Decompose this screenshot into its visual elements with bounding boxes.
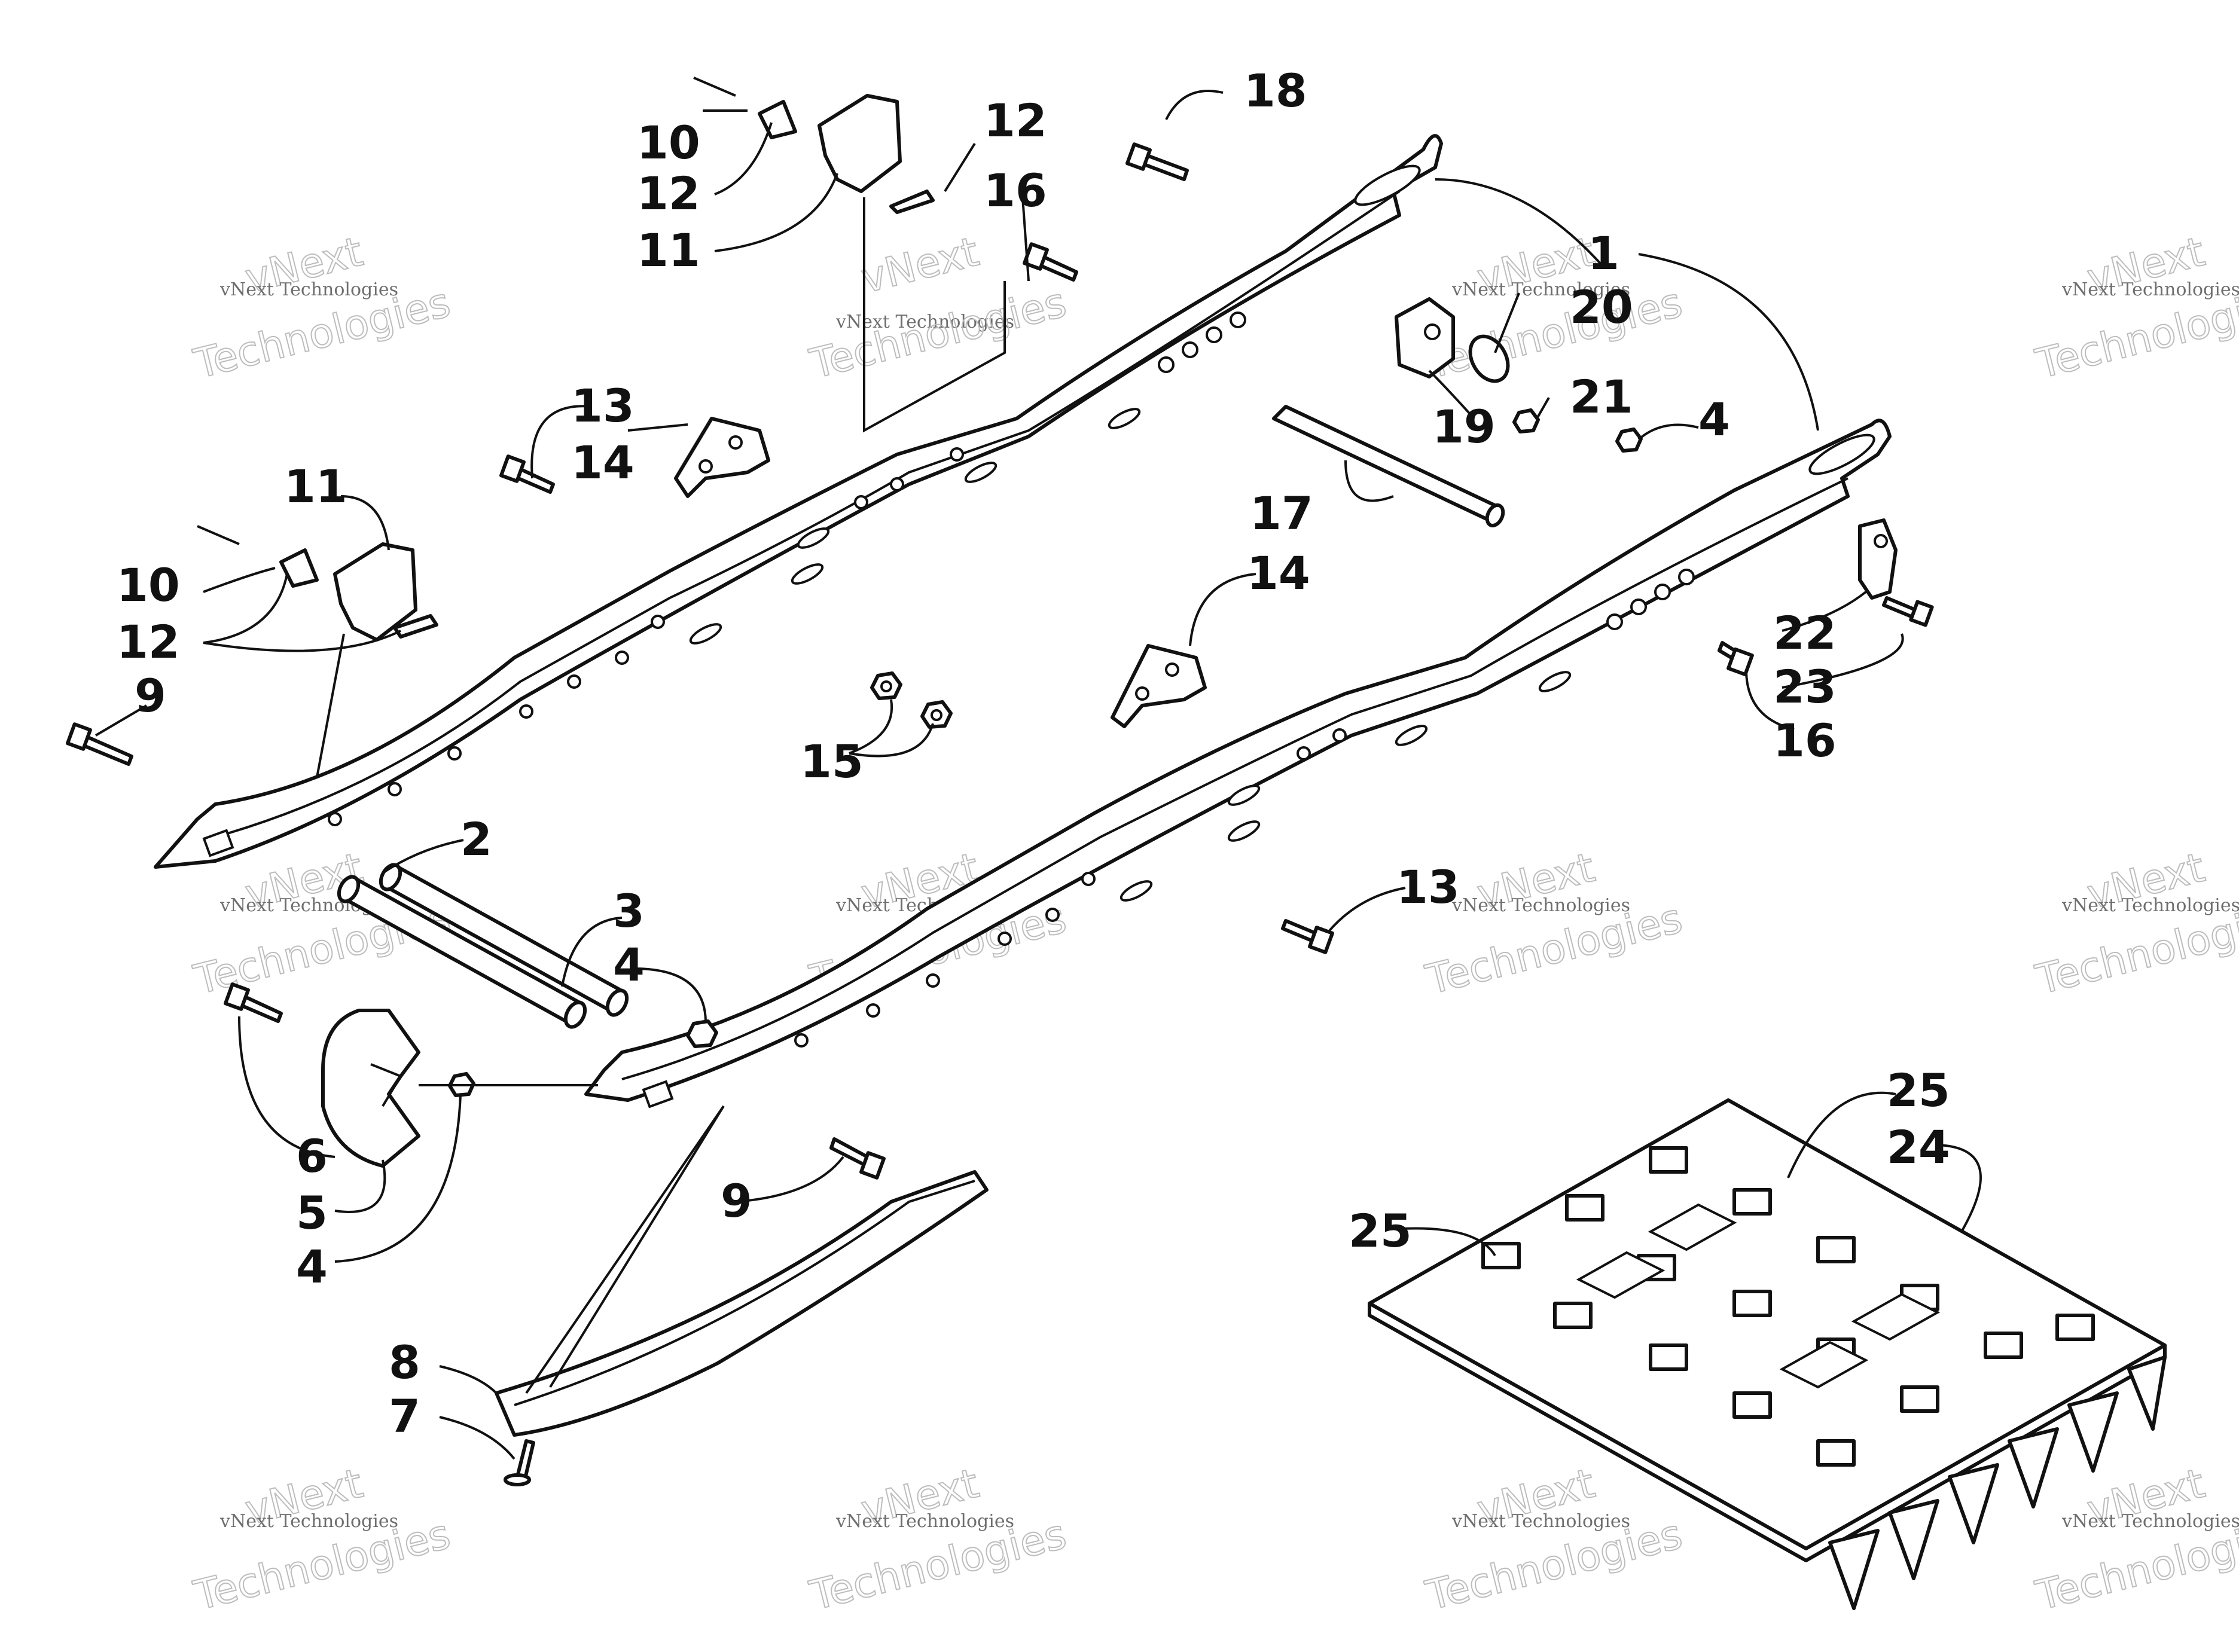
callout-4-rear: 4 xyxy=(1698,393,1730,446)
pin-10-upper xyxy=(693,77,736,97)
callout-16-upper: 16 xyxy=(984,164,1047,217)
watermark-tile: vNext vNext Technologies Technologies xyxy=(805,1459,1072,1621)
watermark-small: vNext Technologies xyxy=(1451,895,1630,916)
callout-21-num: 21 xyxy=(1570,370,1633,423)
callout-20: 20 xyxy=(1570,280,1633,334)
callout-12-lower: 12 xyxy=(117,615,180,668)
bolt-16-upper xyxy=(1023,242,1078,282)
watermark-tile: vNext vNext Technologies Technologies xyxy=(1421,1459,1688,1621)
hyfax-slide-8 xyxy=(495,1170,989,1437)
callout-1: 1 xyxy=(1588,227,1619,280)
callout-9-lower: 9 xyxy=(721,1174,752,1227)
callouts: 18 12 16 10 12 11 1 20 21 19 4 17 14 22 … xyxy=(117,64,1950,1443)
callout-2: 2 xyxy=(460,813,492,866)
watermark-big-2: Technologies xyxy=(806,279,1071,389)
track-windows xyxy=(1576,1203,1941,1389)
callout-25-upper: 25 xyxy=(1887,1064,1950,1117)
bumper-19 xyxy=(1395,297,1455,378)
callout-3: 3 xyxy=(613,884,645,938)
callout-18: 18 xyxy=(1244,64,1307,117)
callout-14-upper: 14 xyxy=(571,436,635,489)
clip-12-upper xyxy=(889,190,935,214)
nut-4-rear xyxy=(1615,427,1643,453)
callout-10-lower: 10 xyxy=(117,558,180,612)
callout-19: 19 xyxy=(1432,400,1496,453)
callout-6: 6 xyxy=(296,1129,328,1183)
hardware xyxy=(66,77,1934,1486)
clip-11-upper xyxy=(817,94,902,193)
callout-24-label: 24 xyxy=(1887,1120,1950,1174)
callout-13-upper: 13 xyxy=(571,379,635,432)
rail-rear-holes xyxy=(328,312,1246,826)
stopper-5 xyxy=(321,1009,420,1168)
nut-21 xyxy=(1512,408,1540,433)
callout-23: 23 xyxy=(1773,660,1837,713)
callout-10-upper: 10 xyxy=(637,116,700,169)
bolt-9-lower xyxy=(829,1137,886,1180)
watermark-tile: vNext vNext Technologies Technologies xyxy=(2031,228,2239,389)
watermark-small: vNext Technologies xyxy=(835,1511,1014,1532)
watermark-tile: vNext vNext Technologies Technologies xyxy=(1421,228,1688,389)
watermark-small: vNext Technologies xyxy=(1451,279,1630,300)
bolt-9-upper xyxy=(66,722,133,766)
callout-13-lower: 13 xyxy=(1396,860,1460,914)
watermark-big-1: vNext xyxy=(857,228,984,303)
watermark-tile: vNext vNext Technologies Technologies xyxy=(2031,1459,2239,1621)
watermark-small: vNext Technologies xyxy=(219,279,398,300)
bolt-6 xyxy=(224,982,283,1023)
watermark-tile: vNext vNext Technologies Technologies xyxy=(189,228,456,389)
callout-12-upper: 12 xyxy=(637,167,700,220)
screw-7 xyxy=(504,1439,535,1486)
bolt-23 xyxy=(1882,596,1934,627)
watermark-tile: vNext vNext Technologies Technologies xyxy=(2031,844,2239,1005)
callout-5: 5 xyxy=(296,1186,328,1239)
callout-25-left: 25 xyxy=(1349,1204,1412,1257)
block-22 xyxy=(1858,518,1898,600)
pin-12-lower xyxy=(279,548,319,588)
bracket-14-upper xyxy=(674,417,770,498)
rail-front-holes xyxy=(794,569,1695,1048)
track-24 xyxy=(1368,1098,2167,1610)
callout-11-upper: 11 xyxy=(637,224,700,277)
pin-10-lower xyxy=(197,525,240,545)
pin-12-upper xyxy=(758,100,797,139)
bolt-18 xyxy=(1125,142,1189,181)
watermark-tile: vNext vNext Technologies Technologies xyxy=(189,1459,456,1621)
bracket-14-lower xyxy=(1111,644,1207,728)
track-lugs xyxy=(1828,1355,2167,1610)
rail-front xyxy=(584,419,1892,1109)
callout-16-lower: 16 xyxy=(1773,714,1837,767)
callout-15: 15 xyxy=(800,735,864,788)
watermark-small: vNext Technologies xyxy=(2061,279,2239,300)
callout-8: 8 xyxy=(389,1336,420,1389)
callout-7: 7 xyxy=(389,1390,420,1443)
leader-lines xyxy=(94,90,1982,1460)
watermark-small: vNext Technologies xyxy=(2061,895,2239,916)
bolt-13-lower xyxy=(1281,919,1334,954)
callout-4-lower: 4 xyxy=(296,1240,328,1293)
callout-14-lower: 14 xyxy=(1247,546,1310,600)
bolt-13-upper xyxy=(499,454,555,494)
clip-12-lower xyxy=(393,614,438,639)
callout-12-top-right: 12 xyxy=(984,94,1047,147)
spacer-20 xyxy=(1468,334,1510,383)
callout-17: 17 xyxy=(1250,487,1313,540)
callout-11-lower: 11 xyxy=(284,460,347,513)
rail-rear xyxy=(154,134,1443,869)
watermark-small: vNext Technologies xyxy=(219,1511,398,1532)
watermark-small: vNext Technologies xyxy=(1451,1511,1630,1532)
watermark-small: vNext Technologies xyxy=(2061,1511,2239,1532)
callout-4-mid: 4 xyxy=(613,938,645,991)
nut-4-mid xyxy=(686,1019,718,1048)
bolt-16-lower xyxy=(1718,641,1754,677)
watermark-tile: vNext vNext Technologies Technologies xyxy=(1421,844,1688,1005)
callout-22: 22 xyxy=(1773,606,1837,659)
callout-9-upper: 9 xyxy=(135,669,166,722)
